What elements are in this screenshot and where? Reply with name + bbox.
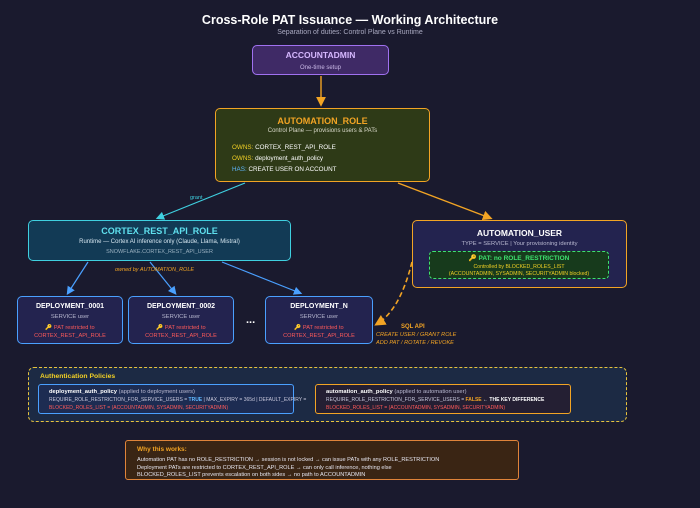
node-automation-role[interactable]: AUTOMATION_ROLE Control Plane — provisio… [215,108,430,182]
automation-rule-value: FALSE [465,397,482,403]
deployment-title: DEPLOYMENT_N [290,303,348,310]
deployment-pat-line-1: 🔑 PAT restricted to [294,325,344,331]
automation-user-subtitle: TYPE = SERVICE | Your provisioning ident… [461,241,578,247]
node-deployment-n[interactable]: DEPLOYMENT_N SERVICE user 🔑 PAT restrict… [265,296,373,344]
automation-policy-blocked: BLOCKED_ROLES_LIST = (ACCOUNTADMIN, SYSA… [326,405,506,411]
deployment-subtitle: SERVICE user [50,314,90,320]
deployment-subtitle: SERVICE user [161,314,201,320]
sql-api-line-1: CREATE USER / GRANT ROLE [376,332,457,338]
deployment-policy-name: deployment_auth_policy [49,389,117,395]
deployment-auth-policy-card[interactable]: deployment_auth_policy (applied to deplo… [38,384,306,414]
edge-cortex-to-deployment-n [221,261,303,295]
why-line-3: BLOCKED_ROLES_LIST prevents escalation o… [137,472,366,478]
automation-policy-applied: (applied to automation user) [394,389,467,395]
has-value: CREATE USER ON ACCOUNT [248,166,337,173]
node-accountadmin[interactable]: ACCOUNTADMIN One-time setup [252,45,389,75]
owns-2-value: deployment_auth_policy [255,155,324,162]
diagram-title: Cross-Role PAT Issuance — Working Archit… [201,13,499,27]
automation-pat-title: 🔑 PAT: no ROLE_RESTRICTION [468,255,570,262]
deployment-policy-header: deployment_auth_policy (applied to deplo… [49,389,195,396]
deployment-rule-value: TRUE [188,397,203,403]
automation-policy-rule: REQUIRE_ROLE_RESTRICTION_FOR_SERVICE_USE… [326,397,545,404]
automation-user-pat: 🔑 PAT: no ROLE_RESTRICTION Controlled by… [429,251,609,279]
deployment-policy-rule: REQUIRE_ROLE_RESTRICTION_FOR_SERVICE_USE… [49,397,307,404]
diagram-subtitle: Separation of duties: Control Plane vs R… [277,29,423,36]
deployment-pat-line-1: 🔑 PAT restricted to [156,325,206,331]
deployment-rule-prefix: REQUIRE_ROLE_RESTRICTION_FOR_SERVICE_USE… [49,397,188,403]
why-line-1: Automation PAT has no ROLE_RESTRICTION →… [137,457,440,463]
deployment-policy-applied: (applied to deployment users) [118,389,195,395]
automation-user-title: AUTOMATION_USER [476,228,563,238]
deployment-title: DEPLOYMENT_0001 [35,303,105,310]
automation-role-owns-2: OWNS: deployment_auth_policy [232,155,323,162]
automation-auth-policy-card[interactable]: automation_auth_policy (applied to autom… [315,384,571,414]
has-key: HAS: [232,166,247,173]
automation-role-subtitle: Control Plane — provisions users & PATs [267,128,378,134]
automation-pat-line-2: (ACCOUNTADMIN, SYSADMIN, SECURITYADMIN b… [448,271,590,277]
deployment-pat-line-2: CORTEX_REST_API_ROLE [145,333,217,339]
automation-rule-prefix: REQUIRE_ROLE_RESTRICTION_FOR_SERVICE_USE… [326,397,465,403]
owns-2-key: OWNS: [232,155,254,162]
automation-policy-name: automation_auth_policy [326,389,393,395]
deployment-pat-line-1: 🔑 PAT restricted to [45,325,95,331]
node-cortex-rest-api-role[interactable]: CORTEX_REST_API_ROLE Runtime — Cortex AI… [28,220,291,261]
deployment-policy-blocked: BLOCKED_ROLES_LIST = (ACCOUNTADMIN, SYSA… [49,405,229,411]
sql-api-line-2: ADD PAT / ROTATE / REVOKE [376,340,454,346]
automation-role-title: AUTOMATION_ROLE [277,116,368,126]
cortex-role-subtitle: Runtime — Cortex AI inference only (Clau… [79,239,240,245]
edge-cortex-to-deployment-1 [66,261,89,296]
policies-title: Authentication Policies [40,373,116,380]
owns-1-key: OWNS: [232,144,254,151]
node-deployment-0002[interactable]: DEPLOYMENT_0002 SERVICE user 🔑 PAT restr… [128,296,234,344]
cortex-role-db-role: SNOWFLAKE.CORTEX_REST_API_USER [106,249,213,255]
why-this-works-panel: Why this works: Automation PAT has no RO… [125,440,519,480]
why-title: Why this works: [137,446,187,453]
accountadmin-subtitle: One-time setup [299,65,342,71]
automation-role-has: HAS: CREATE USER ON ACCOUNT [232,166,337,173]
automation-role-owns-1: OWNS: CORTEX_REST_API_ROLE [232,144,336,151]
more-deployments-ellipsis: ... [246,314,256,326]
edge-sql-api-automation-user-to-deployments [374,261,413,326]
deployment-subtitle: SERVICE user [299,314,339,320]
edge-automation-role-to-automation-user [397,182,493,221]
deployment-title: DEPLOYMENT_0002 [146,303,216,310]
grant-edge-label: grant [190,195,203,201]
owned-by-label: owned by AUTOMATION_ROLE [115,267,195,273]
deployment-pat-line-2: CORTEX_REST_API_ROLE [34,333,106,339]
owns-1-value: CORTEX_REST_API_ROLE [255,144,336,151]
sql-api-label: SQL API [401,324,425,330]
automation-pat-line-1: Controlled by BLOCKED_ROLES_LIST [473,264,565,270]
node-deployment-0001[interactable]: DEPLOYMENT_0001 SERVICE user 🔑 PAT restr… [17,296,123,344]
automation-policy-header: automation_auth_policy (applied to autom… [326,389,467,396]
accountadmin-title: ACCOUNTADMIN [285,50,356,60]
deployment-rule-suffix: | MAX_EXPIRY = 365d | DEFAULT_EXPIRY = [203,397,307,403]
why-line-2: Deployment PATs are restricted to CORTEX… [137,464,392,471]
edge-cortex-to-deployment-2 [149,261,177,295]
cortex-role-title: CORTEX_REST_API_ROLE [101,226,218,236]
edge-automation-role-to-cortex-role [155,182,246,220]
deployment-pat-line-2: CORTEX_REST_API_ROLE [283,333,355,339]
key-difference-note: ← THE KEY DIFFERENCE [483,397,545,403]
